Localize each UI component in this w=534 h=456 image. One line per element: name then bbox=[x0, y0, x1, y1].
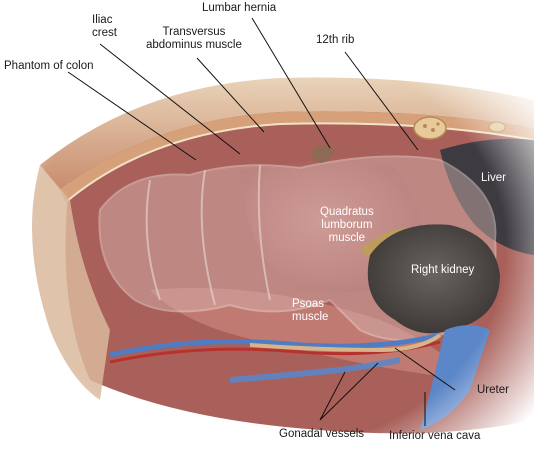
label-psoas-muscle: Psoas muscle bbox=[292, 298, 328, 324]
label-phantom-of-colon: Phantom of colon bbox=[4, 60, 94, 73]
label-quadratus-line1: Quadratus bbox=[320, 206, 374, 219]
label-quadratus-lumborum: Quadratus lumborum muscle bbox=[320, 206, 374, 245]
label-psoas-line1: Psoas bbox=[292, 298, 328, 311]
label-lumbar-hernia: Lumbar hernia bbox=[202, 2, 276, 15]
label-psoas-line2: muscle bbox=[292, 311, 328, 324]
label-iliac-crest-line1: Iliac bbox=[92, 14, 117, 27]
label-right-kidney: Right kidney bbox=[411, 264, 474, 277]
label-iliac-crest: Iliac crest bbox=[92, 14, 117, 40]
label-ureter: Ureter bbox=[477, 384, 509, 397]
label-twelfth-rib: 12th rib bbox=[316, 34, 354, 47]
label-quadratus-line3: muscle bbox=[320, 232, 374, 245]
label-liver: Liver bbox=[481, 172, 506, 185]
label-gonadal-vessels: Gonadal vessels bbox=[279, 428, 364, 441]
label-transversus-line1: Transversus bbox=[146, 26, 242, 39]
label-transversus-abdominus: Transversus abdominus muscle bbox=[146, 26, 242, 52]
label-transversus-line2: abdominus muscle bbox=[146, 39, 242, 52]
label-iliac-crest-line2: crest bbox=[92, 27, 117, 40]
label-inferior-vena-cava: Inferior vena cava bbox=[389, 430, 480, 443]
label-quadratus-line2: lumborum bbox=[320, 219, 374, 232]
